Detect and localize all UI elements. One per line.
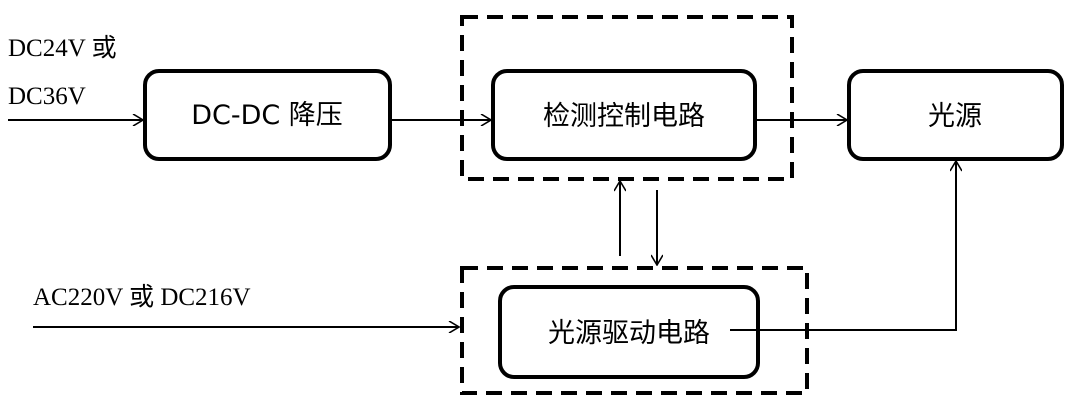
ac-input-label: AC220V 或 DC216V [33,283,251,311]
light-source-block [847,69,1064,161]
dc-input-label-line2: DC36V [8,83,86,110]
detect-control-label: 检测控制电路 [543,101,705,132]
light-driver-block [498,285,760,379]
dc-dc-label: DC-DC 降压 [191,100,343,131]
detect-control-dashed-group [460,15,794,181]
dc-dc-block [143,69,392,161]
driver-to-light-arrow [730,161,956,331]
detect-control-block [491,69,757,161]
light-source-label: 光源 [928,101,982,132]
light-driver-label: 光源驱动电路 [548,318,710,349]
dc-input-label-line1: DC24V 或 [8,34,117,62]
